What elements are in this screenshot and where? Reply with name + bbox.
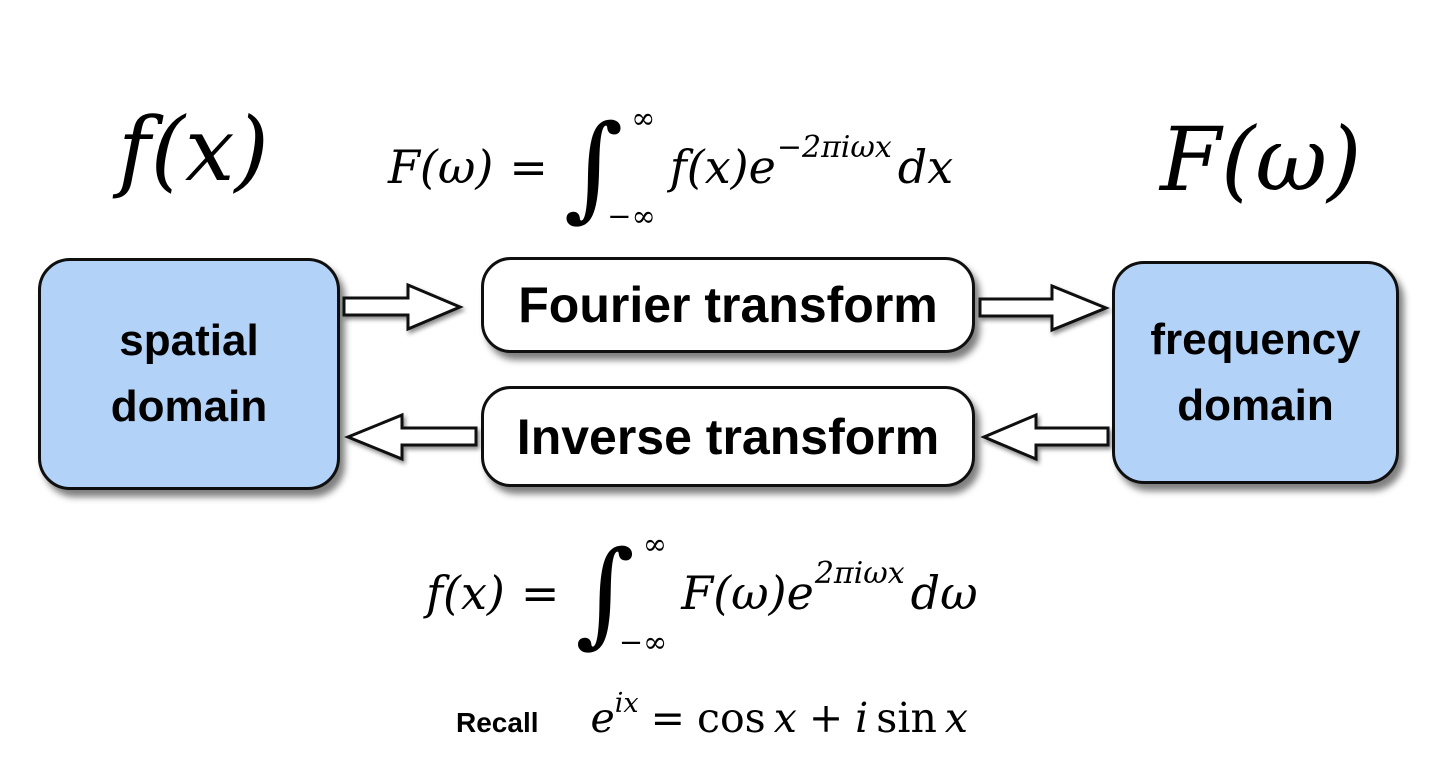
spatial-function-label: f(x) <box>118 98 269 201</box>
integral-bounds: ∞ −∞ <box>607 101 656 233</box>
inverse-integral: ∫ ∞ −∞ <box>575 527 681 659</box>
arrow-frequency-to-inverse-icon <box>980 412 1110 462</box>
lower-bound-neg-infinity: −∞ <box>607 199 656 233</box>
integral-glyph: ∫ <box>563 100 624 234</box>
frequency-function-label: F(ω) <box>1160 108 1362 211</box>
spatial-domain-line1: spatial <box>119 316 259 365</box>
inverse-transform-label: Inverse transform <box>516 408 940 465</box>
integral-bounds: ∞ −∞ <box>619 527 667 659</box>
forward-integral: ∫ ∞ −∞ <box>564 101 670 233</box>
spatial-domain-box: spatial domain <box>38 258 340 490</box>
euler-x1: x <box>773 694 797 742</box>
forward-equals: = <box>509 140 548 194</box>
forward-lhs-group: F(ω) = <box>388 140 564 194</box>
recall-label: Recall <box>456 707 539 738</box>
inverse-lhs: f(x) <box>426 566 505 620</box>
integral-glyph: ∫ <box>575 526 635 660</box>
arrow-fourier-to-frequency-icon <box>978 283 1110 333</box>
lower-bound-neg-infinity: −∞ <box>618 625 668 659</box>
euler-exponent: ix <box>614 688 639 719</box>
frequency-domain-box: frequency domain <box>1112 261 1399 484</box>
arrow-spatial-to-fourier-icon <box>342 282 464 332</box>
forward-differential: dx <box>897 140 954 194</box>
euler-plus: + <box>808 694 844 742</box>
inverse-transform-box: Inverse transform <box>481 386 975 487</box>
euler-equals: = <box>650 694 685 742</box>
upper-bound-infinity: ∞ <box>631 101 656 135</box>
forward-exponent: −2πiωx <box>776 130 892 165</box>
inverse-equals: = <box>520 566 560 620</box>
euler-sin: sin <box>876 694 937 742</box>
inverse-differential: dω <box>910 566 978 620</box>
fourier-transform-label: Fourier transform <box>518 277 938 333</box>
fourier-transform-box: Fourier transform <box>481 257 975 353</box>
inverse-integrand: F(ω)e <box>681 566 814 620</box>
euler-base: e <box>590 694 615 742</box>
spatial-domain-line2: domain <box>110 382 268 431</box>
euler-cos: cos <box>697 694 766 742</box>
inverse-exponent: 2πiωx <box>814 556 905 591</box>
euler-x2: x <box>944 694 968 742</box>
frequency-domain-line2: domain <box>1177 380 1334 430</box>
forward-integrand: f(x)e <box>669 140 776 194</box>
euler-i: i <box>855 694 869 742</box>
inverse-lhs-group: f(x) = <box>426 566 575 620</box>
upper-bound-infinity: ∞ <box>642 527 667 561</box>
frequency-domain-line1: frequency <box>1150 314 1361 364</box>
forward-lhs: F(ω) <box>388 140 494 194</box>
arrow-inverse-to-spatial-icon <box>344 412 478 462</box>
